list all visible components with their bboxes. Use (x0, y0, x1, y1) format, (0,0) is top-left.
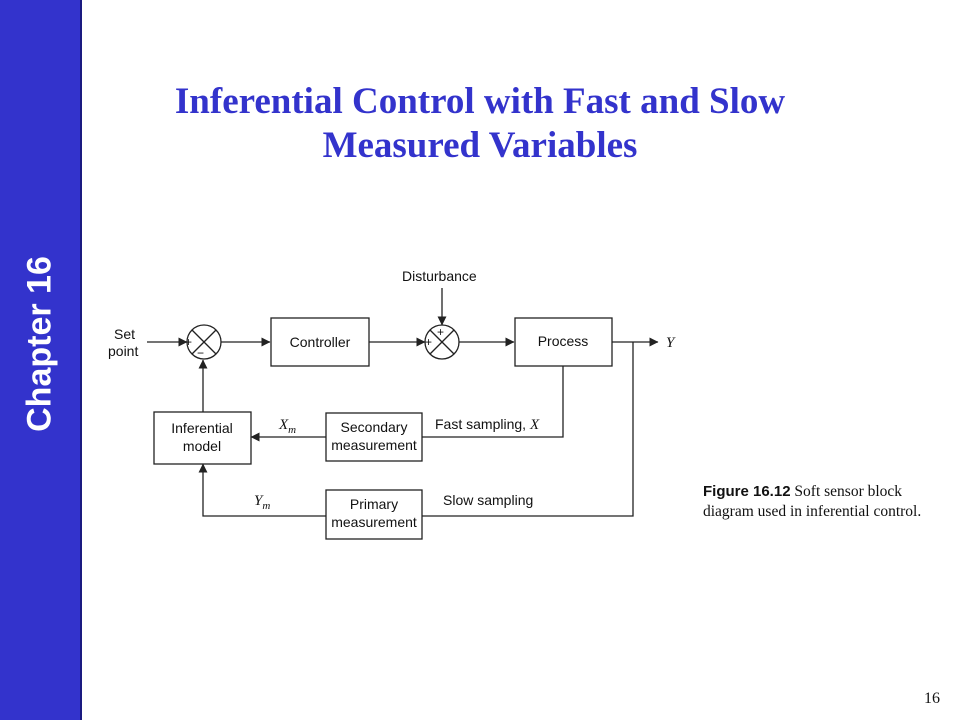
xm-label-base: X (278, 417, 289, 433)
ym-label-subscript: m (262, 500, 270, 512)
summing-junction-1: + − (185, 324, 222, 360)
secondary-measurement-label-line-1: Secondary (341, 419, 408, 435)
disturbance-label: Disturbance (402, 268, 477, 284)
primary-measurement-label-line-2: measurement (331, 514, 417, 530)
summer2-left-plus-sign: + (425, 335, 432, 349)
caption-text: Soft sensor block diagram used in infere… (703, 483, 922, 520)
set-point-label-line-1: Set (114, 326, 135, 342)
ym-signal (198, 463, 326, 517)
chapter-sidebar: Chapter 16 (0, 0, 82, 720)
fast-sampling-variable: X (529, 417, 540, 433)
slide-title-line-2: Measured Variables (322, 125, 638, 166)
fast-sampling-text: Fast sampling, (435, 416, 530, 432)
set-point-label-line-2: point (108, 343, 138, 359)
primary-measurement-label-line-1: Primary (350, 496, 398, 512)
slide-title: Inferential Control with Fast and Slow M… (110, 80, 850, 168)
summer1-minus-sign: − (197, 346, 204, 360)
xm-label: Xm (278, 417, 296, 436)
process-label: Process (538, 333, 589, 349)
primary-measurement-block: Primary measurement (325, 489, 423, 540)
fast-sampling-path (422, 366, 564, 438)
controller-block: Controller (270, 317, 370, 367)
inferential-model-block: Inferential model (153, 411, 252, 465)
output-y-label: Y (666, 335, 676, 351)
ym-label-base: Y (254, 493, 264, 509)
controller-label: Controller (290, 334, 351, 350)
summer1-plus-sign: + (185, 335, 192, 349)
inferential-model-label-line-2: model (183, 438, 221, 454)
secondary-measurement-label-line-2: measurement (331, 437, 417, 453)
inferential-model-label-line-1: Inferential (171, 420, 232, 436)
page-number: 16 (924, 690, 940, 707)
summer2-top-plus-sign: + (437, 325, 444, 339)
secondary-measurement-block: Secondary measurement (325, 412, 423, 462)
fast-sampling-label: Fast sampling, X (435, 416, 540, 433)
figure-number: Figure 16.12 (703, 483, 791, 500)
figure-caption: Figure 16.12 Soft sensor block diagram u… (703, 482, 943, 522)
xm-label-subscript: m (288, 424, 296, 436)
slow-sampling-label: Slow sampling (443, 492, 533, 508)
process-block: Process (514, 317, 613, 367)
slide-title-line-1: Inferential Control with Fast and Slow (174, 81, 786, 122)
ym-label: Ym (254, 493, 270, 512)
slow-sampling-path (422, 342, 634, 517)
summing-junction-2: + + (424, 324, 460, 360)
